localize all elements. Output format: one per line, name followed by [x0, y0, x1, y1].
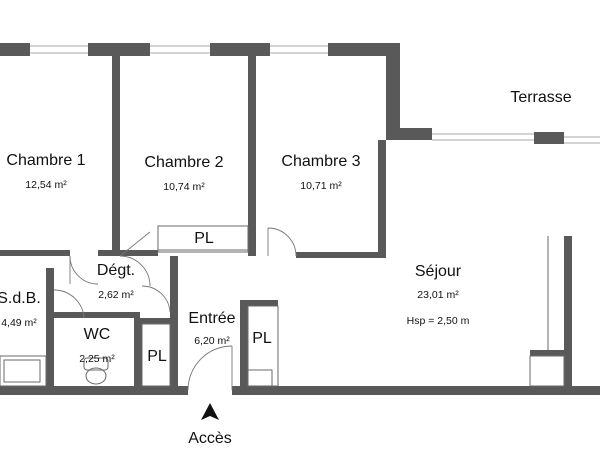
wall-entree-left	[170, 256, 178, 386]
chambre2-name: Chambre 2	[144, 154, 223, 171]
door-ch1	[69, 255, 99, 285]
wall-ch1-ch2	[112, 56, 120, 256]
interior-lines	[0, 225, 565, 387]
pl-entree-left-label: PL	[147, 348, 167, 365]
terrasse-name: Terrasse	[510, 89, 571, 106]
wall-top-seg2	[88, 43, 150, 56]
wall-ch1-bottom	[0, 250, 70, 256]
windows	[30, 45, 600, 144]
wc-area: 2,25 m²	[79, 353, 115, 365]
wall-sdb-right	[46, 268, 54, 386]
entree-name: Entrée	[188, 310, 235, 327]
pl-chambre2-label: PL	[194, 230, 214, 247]
wall-terrace-pillar	[534, 132, 564, 144]
wall-terrace-corner	[386, 128, 432, 140]
door-wc	[141, 285, 171, 313]
access-label: Accès	[188, 430, 232, 447]
wall-pl-top	[142, 318, 174, 324]
door-sdb	[53, 289, 85, 319]
sejour-height: Hsp = 2,50 m	[407, 315, 470, 327]
chambre3-area: 10,71 m²	[300, 180, 342, 192]
wall-pl-right-side	[240, 300, 248, 386]
wall-ch2-ch3	[248, 56, 256, 256]
wall-pl-right-top	[240, 300, 278, 306]
sdb-area: 4,49 m²	[1, 317, 37, 329]
doors	[53, 227, 297, 391]
wall-sejour-corner	[530, 350, 570, 356]
arrow-up-icon	[201, 403, 219, 420]
walls	[0, 43, 600, 395]
wall-ch3-right	[386, 43, 400, 140]
door-entree	[187, 345, 233, 391]
wall-ch3-bottom	[296, 252, 386, 258]
sejour-area: 23,01 m²	[417, 289, 459, 301]
wall-wc-right	[134, 318, 142, 386]
door-ch2	[119, 255, 151, 287]
wall-sejour-right	[564, 236, 572, 386]
degt-name: Dégt.	[97, 262, 135, 279]
wall-top-seg4	[328, 43, 400, 56]
chambre2-area: 10,74 m²	[163, 181, 205, 193]
pl-entree-right-label: PL	[252, 330, 272, 347]
wall-ch3-lower-right	[378, 140, 386, 258]
chambre1-name: Chambre 1	[6, 152, 85, 169]
sejour-name: Séjour	[415, 263, 462, 280]
chambre3-name: Chambre 3	[281, 153, 360, 170]
door-ch3	[267, 227, 297, 257]
wall-top-seg1	[0, 43, 30, 56]
entree-area: 6,20 m²	[194, 335, 230, 347]
wall-bottom-right	[232, 386, 600, 395]
degt-area: 2,62 m²	[98, 289, 134, 301]
wc-name: WC	[84, 326, 111, 343]
wall-ch1-bottom2	[98, 250, 114, 256]
wall-ch2-bottom	[120, 250, 158, 256]
wall-wc-top	[46, 312, 140, 318]
sdb-name: S.d.B.	[0, 290, 41, 307]
wall-top-seg3	[210, 43, 270, 56]
chambre1-area: 12,54 m²	[25, 179, 67, 191]
wall-bottom-left	[0, 386, 188, 395]
